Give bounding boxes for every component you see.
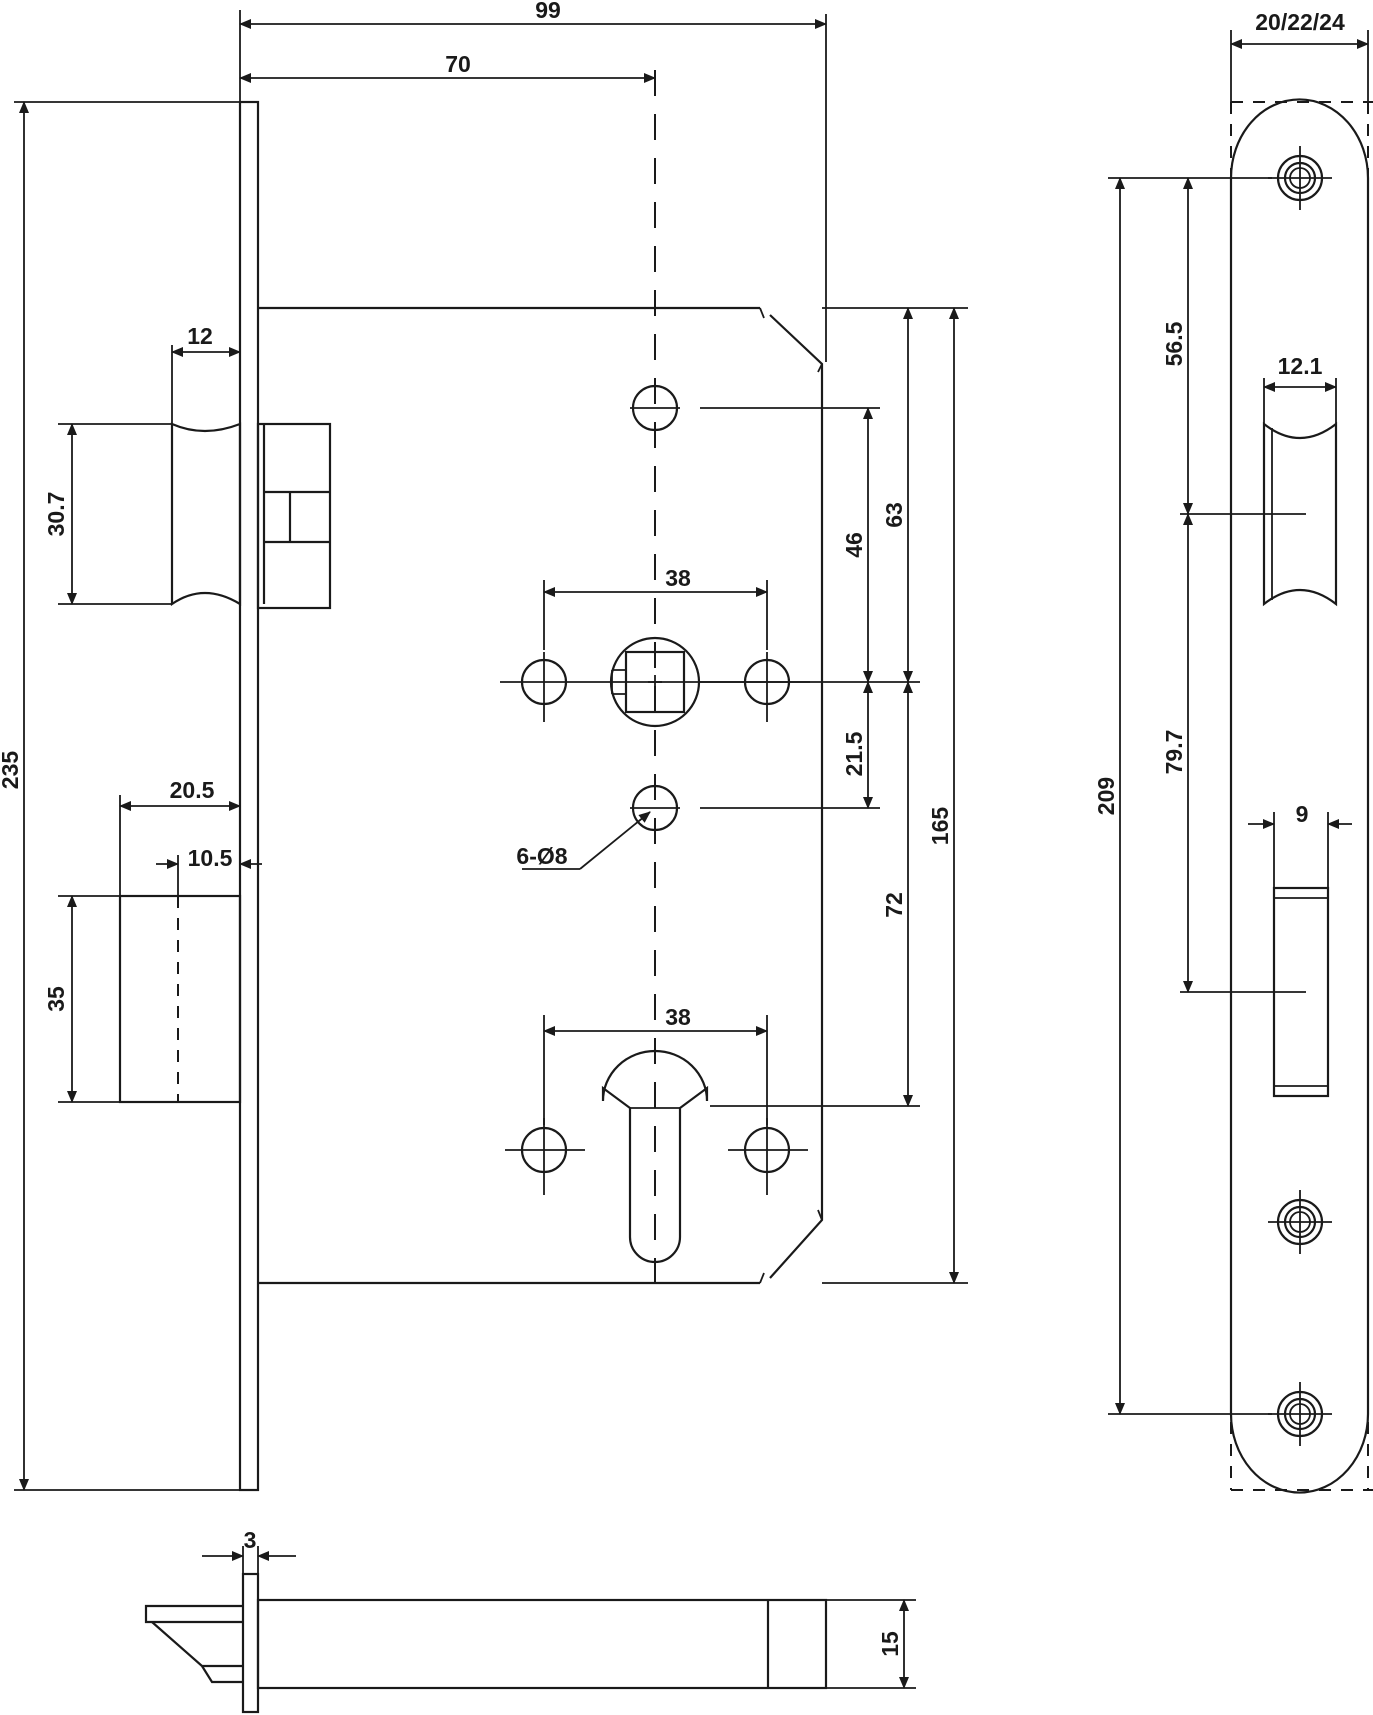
dim-12-label: 12: [187, 323, 213, 349]
side-screw-middle: [1268, 1190, 1332, 1254]
dim-20-22-24-label: 20/22/24: [1255, 9, 1345, 35]
dim-3: 3: [202, 1527, 296, 1561]
dim-3-label: 3: [244, 1527, 257, 1553]
dim-235: 235: [0, 101, 29, 1491]
dim-9-label: 9: [1296, 801, 1309, 827]
dim-209: 209: [1093, 177, 1125, 1415]
dim-15-label: 15: [877, 1631, 903, 1657]
front-extension-lines: [14, 10, 968, 1491]
side-extension-lines: [1108, 30, 1369, 1415]
dim-99-label: 99: [535, 0, 561, 23]
dim-30-7-label: 30.7: [43, 492, 69, 537]
side-faceplate: [1229, 98, 1370, 1494]
dim-70: 70: [239, 51, 656, 83]
dim-235-label: 235: [0, 751, 23, 790]
bottom-case: [256, 1598, 828, 1690]
dim-15: 15: [877, 1599, 909, 1689]
side-screw-bottom: [1268, 1382, 1332, 1446]
dim-20-5: 20.5: [119, 777, 241, 811]
top-fixing-hole: [630, 384, 680, 432]
dim-20-5-label: 20.5: [170, 777, 215, 803]
dim-72-label: 72: [881, 892, 907, 918]
faceplate: [238, 100, 260, 1492]
bottom-view: 3 15: [144, 1527, 916, 1714]
dim-99: 99: [239, 0, 827, 29]
hole-callout: 6-Ø8: [516, 811, 651, 870]
cylinder-holes: [505, 1118, 808, 1195]
dim-46-label: 46: [841, 532, 867, 558]
latch-bolt: [170, 422, 332, 610]
dim-56-5: 56.5: [1161, 177, 1193, 515]
lock-case-outline: [258, 306, 824, 1285]
lower-fixing-hole: [630, 784, 680, 832]
cylinder-cutout: [601, 1049, 709, 1264]
dim-38-top: 38: [543, 565, 768, 597]
dim-79-7: 79.7: [1161, 513, 1193, 993]
dim-35-label: 35: [43, 986, 69, 1012]
front-view: 99 70 235 30.7 12 20.5 10.5 35: [0, 0, 968, 1492]
dim-12-1: 12.1: [1263, 353, 1337, 392]
dim-10-5: 10.5: [156, 845, 262, 871]
dim-21-5-label: 21.5: [841, 731, 867, 776]
dim-20-22-24: 20/22/24: [1230, 9, 1369, 49]
dim-21-5: 21.5: [841, 681, 873, 809]
dim-72: 72: [881, 681, 913, 1107]
side-screw-top: [1268, 146, 1332, 210]
dim-63-label: 63: [881, 502, 907, 528]
bottom-latch: [144, 1604, 243, 1684]
dim-165: 165: [927, 307, 959, 1284]
bottom-extension-lines: [242, 1546, 916, 1689]
side-view: 20/22/24 209 56.5 79.7 12.1 9: [1093, 9, 1373, 1494]
dim-10-5-label: 10.5: [188, 845, 233, 871]
dim-38-top-label: 38: [665, 565, 691, 591]
dim-63: 63: [881, 307, 913, 683]
dim-35: 35: [43, 895, 77, 1103]
dim-70-label: 70: [445, 51, 471, 77]
dim-30-7: 30.7: [43, 423, 77, 605]
dim-46: 46: [841, 407, 873, 683]
dim-56-5-label: 56.5: [1161, 321, 1187, 366]
dim-9: 9: [1248, 801, 1352, 829]
dim-79-7-label: 79.7: [1161, 730, 1187, 775]
dim-209-label: 209: [1093, 777, 1119, 815]
hole-callout-label: 6-Ø8: [516, 843, 567, 869]
dim-38-bottom: 38: [543, 1004, 768, 1036]
dim-12-1-label: 12.1: [1278, 353, 1323, 379]
dim-165-label: 165: [927, 807, 953, 846]
dead-bolt: [118, 894, 242, 1104]
dim-12: 12: [171, 323, 241, 357]
dim-38-bottom-label: 38: [665, 1004, 691, 1030]
bottom-faceplate: [241, 1572, 260, 1714]
